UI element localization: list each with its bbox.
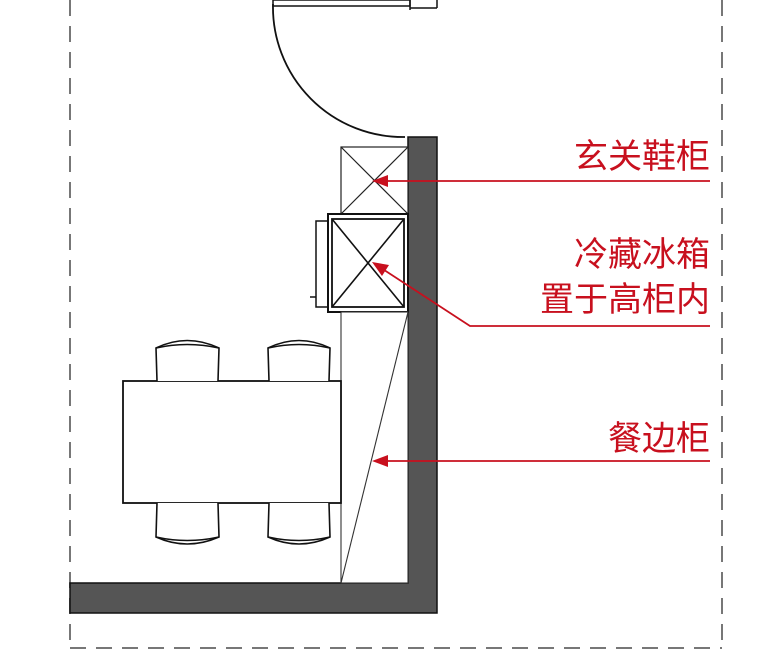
chair-top-left <box>155 339 220 382</box>
sideboard-cabinet <box>340 311 409 584</box>
dining-table <box>122 380 342 504</box>
door-swing-arc <box>272 3 406 138</box>
arrowhead-shoe-cabinet <box>372 175 388 187</box>
arrowhead-refrigerator <box>372 262 389 276</box>
label-sideboard: 餐边柜 <box>608 419 710 459</box>
dashed-room-boundary <box>69 0 723 649</box>
label-refrigerator-line1: 冷藏冰箱 <box>574 235 710 275</box>
door-frame <box>272 0 438 10</box>
chair-bottom-left <box>155 502 220 545</box>
leader-refrigerator <box>377 265 710 327</box>
chair-bottom-right <box>267 502 331 545</box>
chair-top-right <box>267 339 331 382</box>
label-shoe-cabinet: 玄关鞋柜 <box>574 137 710 177</box>
arrowhead-sideboard <box>372 455 388 467</box>
refrigerator-cabinet <box>310 213 409 313</box>
label-refrigerator-line2: 置于高柜内 <box>540 280 710 320</box>
